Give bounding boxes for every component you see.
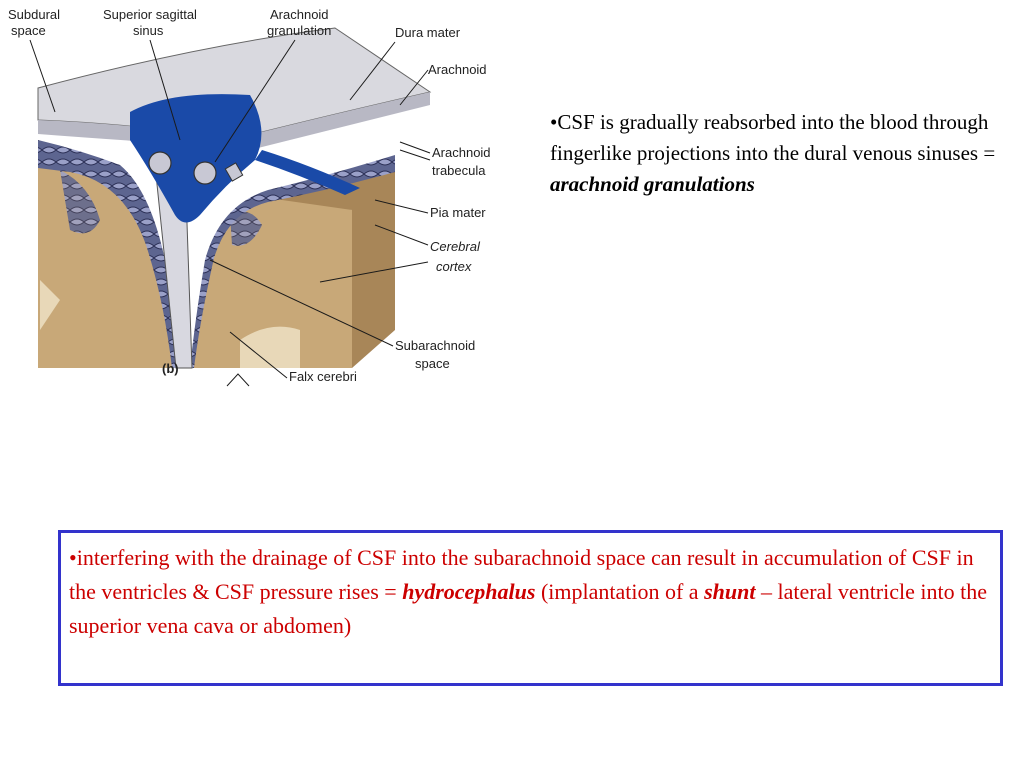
cerebral-cortex xyxy=(38,165,395,368)
diagram-labels: Subdural space Superior sagittal sinus A… xyxy=(8,7,491,384)
label-superior-sagittal-sinus-line2: sinus xyxy=(133,23,164,38)
leader-lines xyxy=(29,39,431,387)
note-text: •CSF is gradually reabsorbed into the bl… xyxy=(550,110,996,165)
label-arachnoid-granulation-line2: granulation xyxy=(267,23,331,38)
label-subdural-space-line1: Subdural xyxy=(8,7,60,22)
subarachnoid-space xyxy=(38,140,395,368)
callout-emphasis-shunt: shunt xyxy=(704,579,756,604)
label-falx-cerebri: Falx cerebri xyxy=(289,369,357,384)
note-emphasis: arachnoid granulations xyxy=(550,172,755,196)
label-pia-mater: Pia mater xyxy=(430,205,486,220)
callout-text-2: (implantation of a xyxy=(535,579,705,604)
label-superior-sagittal-sinus-line1: Superior sagittal xyxy=(103,7,197,22)
callout-text-1: •interfering with the drainage of CSF in… xyxy=(69,545,974,604)
panel-label: (b) xyxy=(162,361,179,376)
meninges-diagram: Subdural space Superior sagittal sinus A… xyxy=(8,7,491,387)
arachnoid-granulations xyxy=(148,151,244,185)
label-dura-mater: Dura mater xyxy=(395,25,461,40)
hydrocephalus-callout: •interfering with the drainage of CSF in… xyxy=(58,530,1003,686)
label-cerebral-cortex-line2: cortex xyxy=(436,259,472,274)
label-arachnoid: Arachnoid xyxy=(428,62,487,77)
callout-emphasis-hydrocephalus: hydrocephalus xyxy=(402,579,536,604)
label-cerebral-cortex-line1: Cerebral xyxy=(430,239,481,254)
superior-sagittal-sinus xyxy=(130,94,262,223)
label-subdural-space-line2: space xyxy=(11,23,46,38)
callout-text-3: – lateral ventricle into the superior ve… xyxy=(69,579,987,638)
reabsorption-note: •CSF is gradually reabsorbed into the bl… xyxy=(550,107,1010,200)
label-subarachnoid-space-line2: space xyxy=(415,356,450,371)
label-arachnoid-trabecula-line1: Arachnoid xyxy=(432,145,491,160)
label-subarachnoid-space-line1: Subarachnoid xyxy=(395,338,475,353)
label-arachnoid-granulation-line1: Arachnoid xyxy=(270,7,329,22)
label-arachnoid-trabecula-line2: trabecula xyxy=(432,163,486,178)
